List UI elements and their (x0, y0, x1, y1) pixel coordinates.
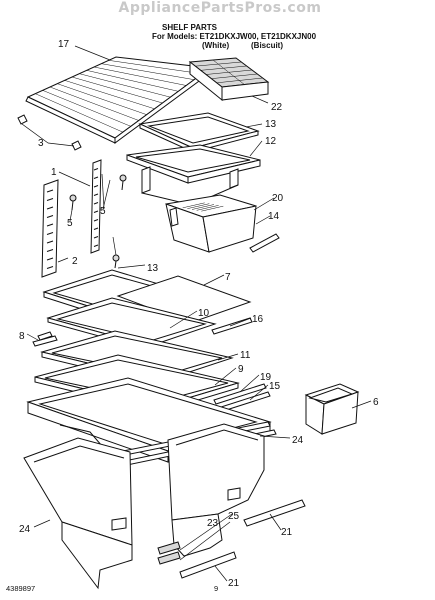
callout-13-middle: 13 (147, 263, 159, 274)
callout-1: 1 (51, 167, 57, 178)
callout-12: 12 (265, 136, 277, 147)
drawing-line (35, 93, 124, 133)
drawing-line (211, 73, 258, 79)
drawing-line (46, 189, 54, 193)
drawing-line (93, 244, 99, 247)
callout-14: 14 (268, 211, 280, 222)
drawing-line (46, 206, 54, 210)
drawing-line (182, 202, 205, 209)
ice-cube-tray (188, 57, 270, 102)
drawing-line (46, 223, 54, 227)
drawer-slides (157, 541, 181, 565)
watermark: AppliancePartsPros.com (118, 0, 322, 16)
wire-shelf (25, 56, 212, 144)
callout-20: 20 (272, 193, 284, 204)
drawing-line (93, 66, 187, 86)
callout-17: 17 (58, 39, 70, 50)
models-line: For Models: ET21DKXJW00, ET21DKXJN00 (152, 32, 317, 41)
drawing-line (46, 198, 54, 201)
callout-5-left: 5 (67, 218, 73, 229)
drawing-line (93, 185, 99, 188)
control-tube (249, 233, 280, 253)
callout-11: 11 (240, 350, 251, 361)
callout-6: 6 (373, 397, 379, 408)
callout-13-upper: 13 (265, 119, 277, 130)
drawing-line (93, 210, 99, 213)
drawing-line (46, 215, 54, 218)
shelf-rail (32, 331, 58, 347)
callout-22: 22 (271, 102, 283, 113)
drawing-line (46, 266, 54, 269)
callout-23: 23 (207, 518, 219, 529)
callout-9: 9 (238, 364, 244, 375)
drawing-line (93, 219, 99, 222)
shelf-ladder-left (41, 179, 59, 278)
drawing-line (46, 240, 54, 244)
variant-white: (White) (202, 41, 230, 50)
drawing-line (42, 90, 131, 127)
variant-biscuit: (Biscuit) (251, 41, 283, 50)
drawing-line (201, 205, 224, 212)
drawing-line (93, 202, 99, 205)
callout-24-left: 24 (19, 524, 31, 535)
drawing-line (86, 70, 179, 92)
leader-lines (21, 45, 372, 582)
callout-15: 15 (269, 381, 281, 392)
page-title: SHELF PARTS (162, 23, 217, 32)
drawing-line (93, 236, 99, 239)
callout-7: 7 (225, 272, 231, 283)
drawing-line (93, 168, 99, 171)
drawing-line (216, 77, 263, 84)
page-number: 9 (214, 584, 219, 593)
drawing-line (49, 86, 139, 121)
crisper-drawer-left (23, 437, 133, 590)
callout-10: 10 (198, 308, 210, 319)
callout-8: 8 (19, 331, 25, 342)
retainer-strip (211, 317, 253, 335)
meat-pan (165, 194, 257, 253)
rods (179, 499, 306, 579)
drawing-line (79, 73, 171, 98)
drawing-line (93, 176, 99, 179)
drawing-line (196, 205, 219, 211)
drawing-line (93, 227, 99, 230)
drawing-line (212, 59, 246, 86)
callout-5-right: 5 (100, 206, 106, 217)
drawing-line (71, 76, 163, 104)
drawing-line (46, 232, 54, 235)
callout-21-lower: 21 (228, 578, 240, 589)
shelf-ladder-right (90, 159, 102, 254)
callout-3: 3 (38, 138, 44, 149)
document-number: 4389897 (6, 584, 36, 593)
drawing-line (187, 203, 210, 209)
drawing-line (64, 80, 155, 110)
drawing-line (101, 63, 195, 80)
shelf-support-clips (17, 114, 82, 151)
drawing-line (46, 257, 54, 261)
drawing-line (57, 83, 147, 115)
callout-25: 25 (228, 511, 240, 522)
drawing-line (108, 60, 203, 75)
dairy-bin (304, 383, 360, 435)
callout-numbers: 17 22 13 12 3 1 5 5 2 13 20 14 7 10 16 8… (19, 39, 379, 589)
callout-19: 19 (260, 372, 272, 383)
drawing-line (93, 193, 99, 196)
callout-24-right: 24 (292, 435, 304, 446)
callout-21-upper: 21 (281, 527, 293, 538)
drawing-line (46, 249, 54, 252)
pan-cover-frame (126, 144, 261, 206)
callout-2: 2 (72, 256, 78, 267)
callout-16: 16 (252, 314, 264, 325)
crisper-drawer-right (167, 423, 265, 557)
upper-glass-shelf (138, 112, 260, 153)
drawing-line (191, 204, 215, 210)
